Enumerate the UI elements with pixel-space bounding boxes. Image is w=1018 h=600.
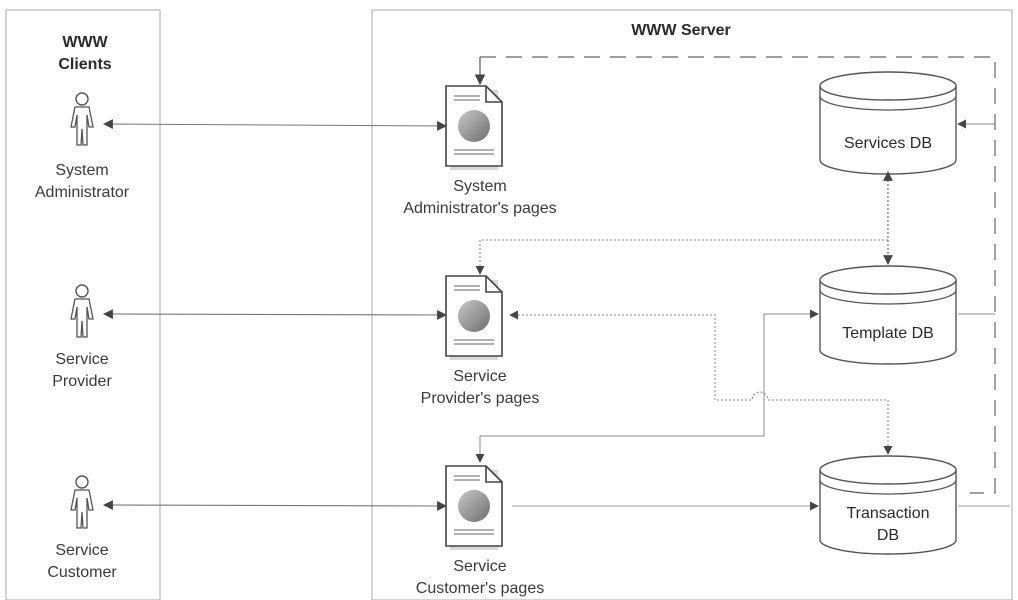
person-icon [70, 284, 94, 338]
db-label-template: Template DB [820, 323, 956, 345]
database-icon [819, 265, 957, 365]
db-label-line1: Transaction [846, 505, 930, 522]
actor-label-line1: Service [55, 351, 109, 368]
pages-label-line2: Provider's pages [420, 390, 540, 407]
connector [475, 239, 888, 275]
clients-title: WWW Clients [40, 32, 130, 76]
web-page-icon [445, 85, 503, 170]
server-title: WWW Server [631, 22, 731, 39]
pages-label-provider: Service Provider's pages [380, 366, 580, 410]
actor-label-line2: Administrator [34, 184, 130, 201]
db-label-line1: Services DB [843, 135, 933, 152]
pages-label-line2: Administrator's pages [403, 200, 557, 217]
pages-label-line2: Customer's pages [415, 580, 545, 597]
server-panel [371, 9, 1013, 600]
person-icon [70, 475, 94, 529]
connector [103, 119, 447, 131]
pages-label-administrator: System Administrator's pages [380, 176, 580, 220]
db-label-transaction: Transaction DB [820, 503, 956, 547]
actor-label-line1: System [55, 162, 109, 179]
web-page-icon [445, 465, 503, 550]
pages-label-line1: Service [453, 558, 507, 575]
clients-title-line1: WWW [62, 34, 108, 51]
pages-label-customer: Service Customer's pages [380, 556, 580, 600]
connector [475, 309, 819, 463]
db-label-line2: DB [876, 527, 900, 544]
clients-title-line2: Clients [58, 56, 112, 73]
actor-label-line2: Provider [52, 373, 112, 390]
db-label-services: Services DB [820, 133, 956, 155]
connector [103, 309, 447, 320]
connector [103, 500, 447, 511]
actor-label-line1: Service [55, 542, 109, 559]
web-page-icon [445, 275, 503, 360]
database-icon [819, 455, 957, 555]
actor-label-line2: Customer [47, 564, 117, 581]
database-icon [819, 71, 957, 175]
clients-panel [5, 9, 161, 600]
actor-label-service-customer: Service Customer [22, 540, 142, 584]
actor-label-service-provider: Service Provider [22, 349, 142, 393]
db-label-line1: Template DB [842, 325, 934, 342]
connector [480, 56, 996, 494]
actor-label-system-administrator: System Administrator [22, 160, 142, 204]
pages-label-line1: Service [453, 368, 507, 385]
person-icon [70, 92, 94, 146]
pages-label-line1: System [453, 178, 507, 195]
